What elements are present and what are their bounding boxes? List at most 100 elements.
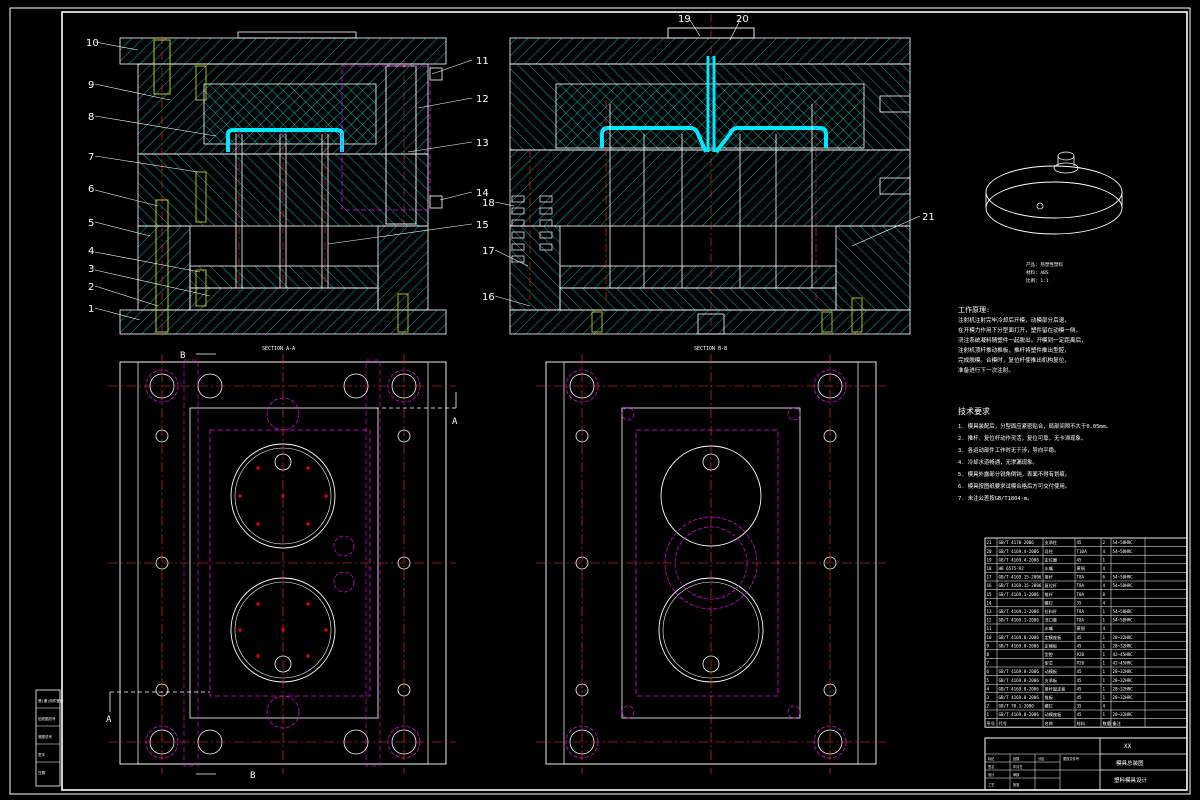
tech-req-line-5: 5. 模具外露部分锐角倒钝，表面不得有划痕。 xyxy=(958,470,1070,478)
side-strip-cell-3: 底图总号 xyxy=(38,734,52,739)
bom-cell: 7 xyxy=(987,661,990,666)
bom-cell: 黄铜 xyxy=(1077,625,1085,632)
technical-requirements: 技术要求 1. 模具装配后，分型面应紧密贴合，局部间隙不大于0.05mm。 2.… xyxy=(958,406,1111,502)
tech-req-line-6: 6. 模具按图纸要求试模合格后方可交付使用。 xyxy=(958,482,1070,490)
work-process-line-1: 注射机注射完毕冷却后开模，动模部分后退， xyxy=(958,316,1070,324)
bom-cell: 水嘴 xyxy=(1045,625,1054,632)
bom-cell: 1 xyxy=(987,712,990,717)
bom-cell: 4 xyxy=(1103,704,1106,709)
callout-number-17: 17 xyxy=(482,246,495,257)
bom-cell: 1 xyxy=(1103,669,1106,674)
bom-cell: GB/T 4169.8-2006 xyxy=(999,712,1040,717)
bom-cell: 1 xyxy=(1103,678,1106,683)
title-cell-3: 分区 xyxy=(1038,756,1045,761)
bom-cell: 螺钉 xyxy=(1045,703,1054,710)
bom-cell: 支承柱 xyxy=(1045,539,1058,546)
bom-cell: 4 xyxy=(1103,583,1106,588)
product-3d-view: 产品: 热塑性塑料 材料: ABS 比例: 1:1 xyxy=(985,151,1123,284)
bom-cell: 20 xyxy=(987,549,993,554)
product-caption-2: 材料: ABS xyxy=(1026,269,1049,276)
bom-cell: 45 xyxy=(1077,686,1083,691)
outer-frame xyxy=(9,7,1191,795)
bom-cell: 定模座板 xyxy=(1045,634,1063,641)
callout-number-5: 5 xyxy=(88,218,94,229)
bom-header-cell: 数量 xyxy=(1103,720,1111,727)
tech-req-line-2: 2. 推杆、复位杆动作灵活，复位可靠，无卡滞现象。 xyxy=(958,434,1086,442)
marker-b-top: B xyxy=(180,351,185,361)
bom-cell: 1 xyxy=(1103,635,1106,640)
bom-cell: 1 xyxy=(1103,661,1106,666)
product-caption-1: 产品: 热塑性塑料 xyxy=(1026,261,1063,268)
tech-req-line-3: 3. 各运动部件工作时无干涉，导向平稳。 xyxy=(958,446,1059,454)
callout-number-21: 21 xyxy=(922,212,935,223)
bom-cell: 型芯 xyxy=(1045,660,1053,666)
bom-cell: 45 xyxy=(1077,540,1083,545)
callout-number-9: 9 xyxy=(88,80,94,91)
callout-number-7: 7 xyxy=(88,152,94,163)
work-process-notes: 工作原理: 注射机注射完毕冷却后开模，动模部分后退， 在开模力作用下分型面打开，… xyxy=(958,305,1087,374)
title-cell-7: 设计 xyxy=(988,772,995,777)
bom-cell: 54~58HRC xyxy=(1113,549,1134,554)
bom-header-cell: 代号 xyxy=(999,720,1007,727)
inner-frame xyxy=(61,11,1188,791)
callout-number-12: 12 xyxy=(476,94,489,105)
bom-cell: 1 xyxy=(1103,686,1106,691)
bom-header-cell: 材料 xyxy=(1077,720,1086,727)
bom-cell: 定模板 xyxy=(1045,642,1058,649)
title-cell-6: 年月日 xyxy=(1013,764,1023,769)
bom-cell: 54~58HRC xyxy=(1113,609,1134,614)
title-drawing-name: 模具总装图 xyxy=(1116,759,1144,767)
bom-cell: 45 xyxy=(1077,678,1083,683)
bom-cell: 21 xyxy=(987,540,993,545)
bom-cell: 4 xyxy=(1103,626,1106,631)
bom-cell: T8A xyxy=(1077,583,1085,588)
callout-number-11: 11 xyxy=(476,56,489,67)
section-title-b-b: SECTION B-B xyxy=(694,346,727,352)
bom-cell: 2 xyxy=(1103,540,1106,545)
bom-cell: 12 xyxy=(987,618,993,623)
bom-cell: 4 xyxy=(1103,600,1106,605)
callout-number-14: 14 xyxy=(476,188,489,199)
callout-number-18: 18 xyxy=(482,198,495,209)
marker-a-right: A xyxy=(452,417,458,427)
bom-cell: T8A xyxy=(1077,575,1085,580)
work-process-title: 工作原理: xyxy=(958,305,990,314)
bom-cell: 1 xyxy=(1103,652,1106,657)
title-cell-2: 处数 xyxy=(1013,756,1020,761)
bom-cell: T10A xyxy=(1077,549,1088,554)
bom-cell: 45 xyxy=(1077,712,1083,717)
bom-cell: 14 xyxy=(987,600,993,605)
bom-cell: 动模座板 xyxy=(1045,711,1063,718)
bom-cell: 28~32HRC xyxy=(1113,635,1134,640)
bom-cell: GB/T 4169.1-2006 xyxy=(999,592,1040,597)
bom-cell: 35 xyxy=(1077,600,1083,605)
section-a-a-view: SECTION A-A xyxy=(94,31,473,352)
bom-cell: 54~58HRC xyxy=(1113,618,1134,623)
bom-cell: GB/T 4169.15-2006 xyxy=(999,575,1042,580)
bom-cell: 黄铜 xyxy=(1077,565,1085,572)
work-process-line-5: 完成脱模。合模时，复位杆使推出机构复位， xyxy=(958,356,1070,364)
bom-cell: 18 xyxy=(987,566,993,571)
bom-cell: 支承板 xyxy=(1045,677,1058,684)
bom-cell: 型腔 xyxy=(1045,651,1053,658)
bom-cell: 45 xyxy=(1077,643,1083,648)
bom-cell: 1 xyxy=(1103,557,1106,562)
title-cell-10: 批准 xyxy=(1013,782,1020,787)
bom-cell: 4 xyxy=(987,686,990,691)
work-process-line-6: 准备进行下一次注射。 xyxy=(958,366,1014,374)
bom-cell: 1 xyxy=(1103,643,1106,648)
bom-cell: 推杆固定板 xyxy=(1045,685,1067,692)
bom-cell: 28~32HRC xyxy=(1113,643,1134,648)
section-b-b-view: SECTION B-B xyxy=(494,14,921,352)
bom-cell: GB/T 4169.4-2006 xyxy=(999,549,1040,554)
section-title-a-a: SECTION A-A xyxy=(262,346,295,352)
bom-cell: 导柱 xyxy=(1045,548,1054,555)
title-cell-8: 审核 xyxy=(1013,772,1020,777)
callout-number-20: 20 xyxy=(736,14,749,25)
work-process-line-3: 浇注系统凝料随塑件一起脱出。开模到一定距离后， xyxy=(958,336,1087,344)
bom-cell: 45 xyxy=(1077,669,1083,674)
callout-number-13: 13 xyxy=(476,138,489,149)
bom-cell: GB/T 4169.8-2006 xyxy=(999,695,1040,700)
bom-cell: T8A xyxy=(1077,618,1085,623)
bom-header-cell: 备注 xyxy=(1113,720,1122,727)
